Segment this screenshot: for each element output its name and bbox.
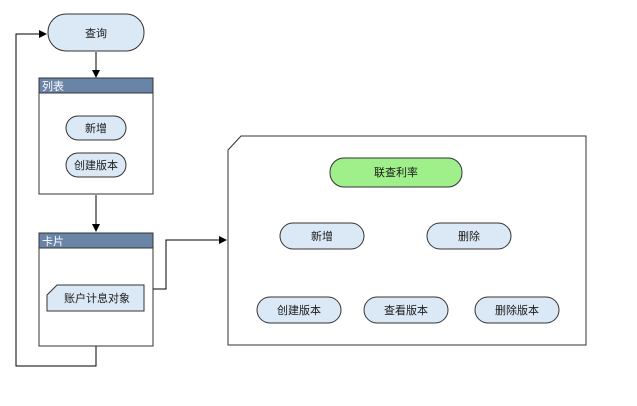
- detail-delete-version-button[interactable]: 删除版本: [474, 296, 560, 324]
- detail-create-version-button[interactable]: 创建版本: [256, 296, 342, 324]
- detail-create-version-label: 创建版本: [277, 303, 321, 317]
- list-add-label: 新增: [85, 121, 107, 135]
- account-interest-object-label: 账户计息对象: [64, 291, 130, 305]
- detail-view-version-label: 查看版本: [384, 303, 428, 317]
- loop-back-connector: [15, 30, 97, 367]
- detail-delete-button[interactable]: 删除: [426, 222, 512, 250]
- card-to-detail-connector: [153, 236, 227, 290]
- detail-delete-version-label: 删除版本: [495, 303, 539, 317]
- query-label: 查询: [85, 26, 107, 40]
- detail-add-label: 新增: [311, 229, 333, 243]
- list-panel-title: 列表: [42, 79, 64, 93]
- list-create-version-label: 创建版本: [74, 158, 118, 172]
- card-panel-title: 卡片: [42, 235, 64, 248]
- account-interest-object[interactable]: 账户计息对象: [46, 284, 145, 312]
- list-add-button[interactable]: 新增: [65, 115, 127, 141]
- detail-panel: [227, 135, 587, 346]
- list-create-version-button[interactable]: 创建版本: [65, 152, 127, 178]
- query-node[interactable]: 查询: [47, 13, 145, 52]
- linked-rate-label: 联查利率: [374, 165, 418, 179]
- detail-delete-label: 删除: [458, 229, 480, 243]
- linked-rate-button[interactable]: 联查利率: [329, 157, 463, 188]
- detail-add-button[interactable]: 新增: [279, 222, 365, 250]
- detail-view-version-button[interactable]: 查看版本: [363, 296, 449, 324]
